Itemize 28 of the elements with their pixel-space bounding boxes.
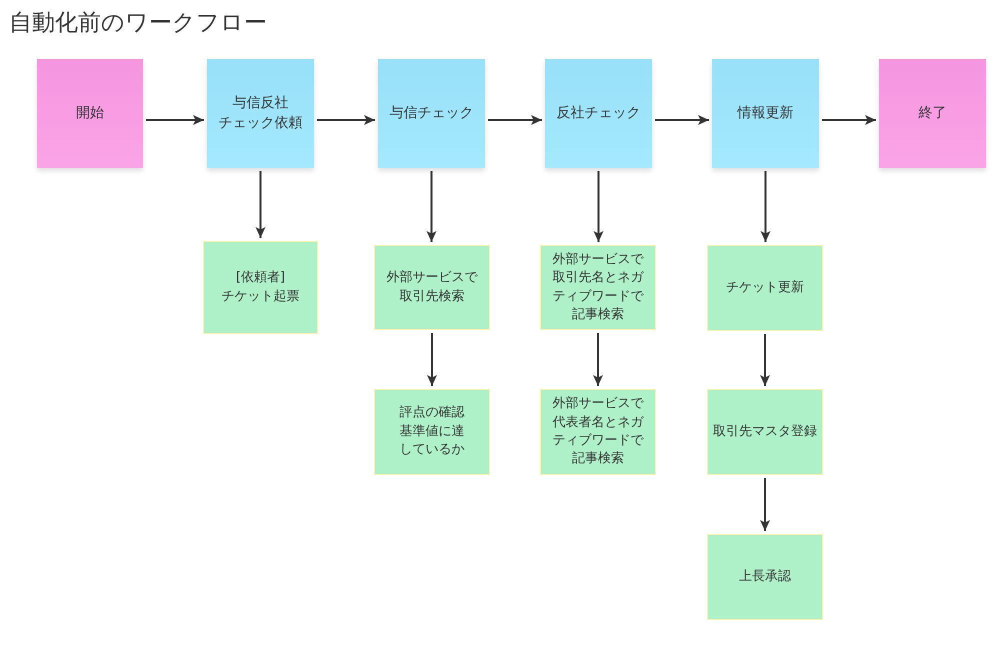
arrow	[427, 333, 437, 386]
arrow	[760, 478, 770, 531]
arrow	[256, 171, 266, 238]
sticky-note: 情報更新	[712, 59, 819, 168]
sticky-note: 外部サービスで代表者名とネガティブワードで記事検索	[540, 389, 656, 475]
arrow	[146, 115, 204, 126]
arrow	[822, 115, 876, 126]
arrow	[760, 334, 770, 386]
sticky-note: 与信反社チェック依頼	[207, 59, 314, 168]
arrow	[594, 171, 604, 242]
arrow	[317, 115, 375, 126]
sticky-note: 与信チェック	[378, 59, 485, 168]
sticky-note: 評点の確認基準値に達しているか	[374, 389, 490, 475]
sticky-note: 外部サービスで取引先検索	[374, 245, 490, 330]
sticky-note: 終了	[879, 59, 986, 168]
sticky-note: 上長承認	[707, 534, 823, 620]
sticky-note: 開始	[37, 59, 143, 168]
title: 自動化前のワークフロー	[9, 9, 267, 38]
sticky-note: 反社チェック	[545, 59, 652, 168]
arrow	[488, 115, 542, 126]
sticky-note: 取引先マスタ登録	[707, 389, 823, 475]
sticky-note: チケット更新	[707, 245, 823, 331]
arrow	[760, 171, 770, 242]
sticky-note: 外部サービスで取引先名とネガティブワードで記事検索	[540, 245, 656, 330]
arrow	[593, 333, 603, 386]
arrow	[655, 115, 709, 126]
sticky-note: [依頼者]チケット起票	[203, 241, 318, 334]
arrow	[426, 171, 436, 242]
